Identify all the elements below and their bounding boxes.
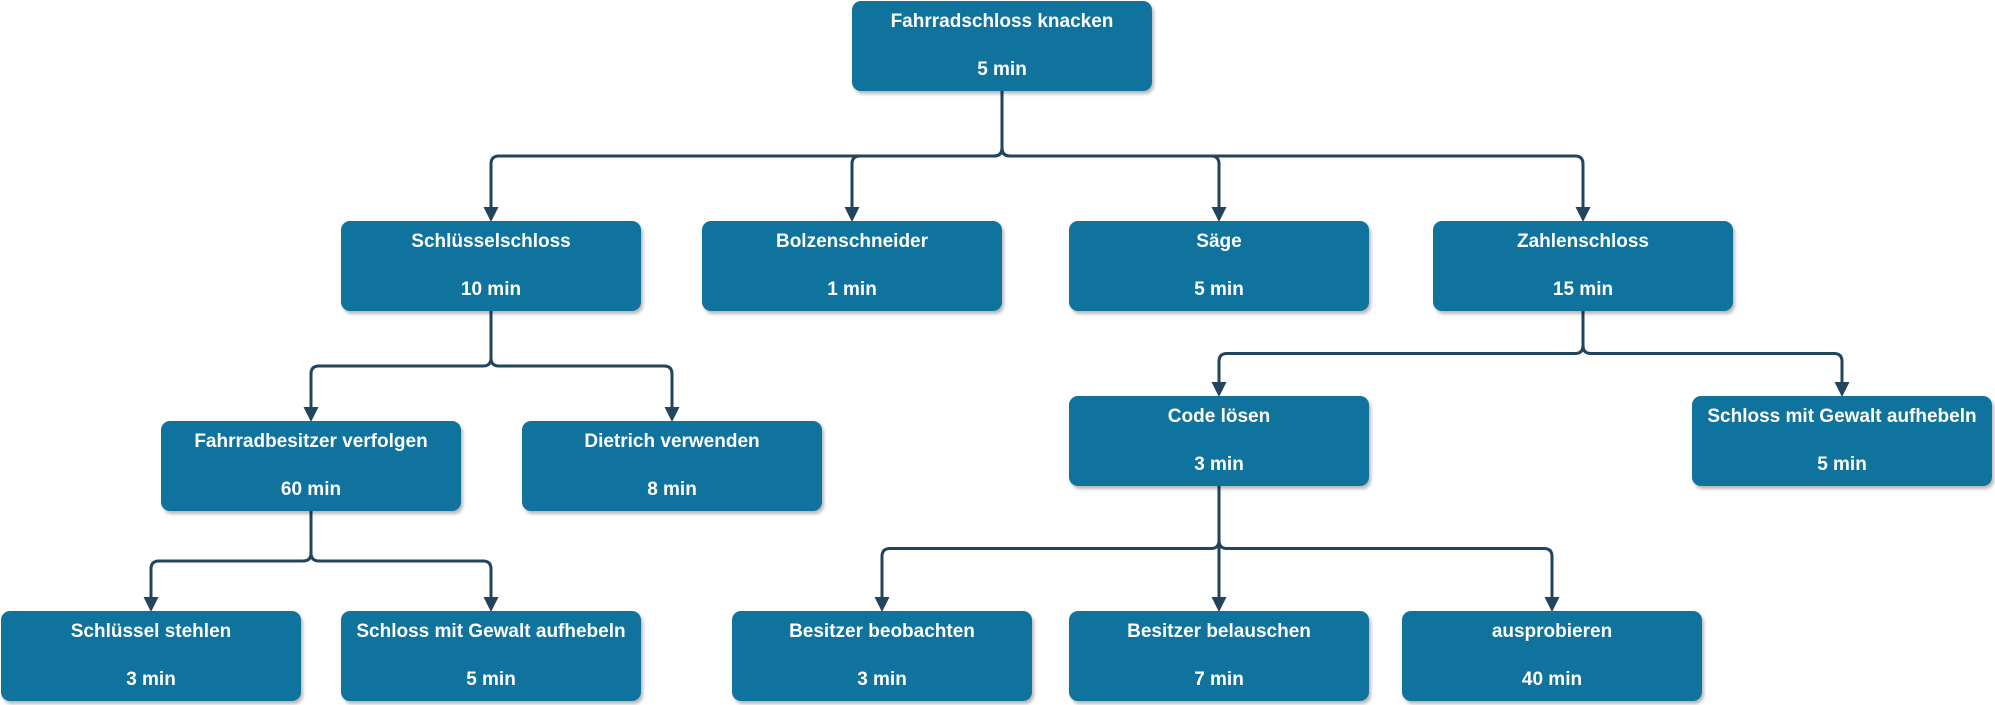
node-schluessel-stehlen: Schlüssel stehlen 3 min (1, 611, 301, 701)
node-zahlenschloss: Zahlenschloss 15 min (1433, 221, 1733, 311)
node-bolzenschneider: Bolzenschneider 1 min (702, 221, 1002, 311)
node-besitzer-beobachten: Besitzer beobachten 3 min (732, 611, 1032, 701)
node-label: Fahrradschloss knacken (890, 11, 1114, 32)
node-label: Code lösen (1167, 406, 1271, 427)
node-time: 40 min (1521, 669, 1583, 690)
edge-schluesselschloss-to-fahrradbesitzer-verfolgen (303, 311, 493, 422)
node-time: 5 min (1194, 279, 1244, 300)
node-time: 5 min (977, 59, 1027, 80)
node-label: Dietrich verwenden (584, 431, 760, 452)
edge-root-to-bolzenschneider (844, 91, 1004, 222)
edge-code-loesen-to-besitzer-beobachten (874, 486, 1221, 612)
node-label: Bolzenschneider (775, 231, 929, 252)
edge-fahrradbesitzer-verfolgen-to-schloss-gewalt-schluessel (309, 511, 499, 612)
node-label: Besitzer belauschen (1127, 621, 1311, 642)
node-saege: Säge 5 min (1069, 221, 1369, 311)
node-time: 1 min (827, 279, 877, 300)
node-ausprobieren: ausprobieren 40 min (1402, 611, 1702, 701)
node-label: Schlüsselschloss (411, 231, 571, 252)
node-time: 15 min (1552, 279, 1614, 300)
node-label: Zahlenschloss (1517, 231, 1649, 252)
node-time: 3 min (1194, 454, 1244, 475)
edge-fahrradbesitzer-verfolgen-to-schluessel-stehlen (143, 511, 313, 612)
node-time: 60 min (280, 479, 342, 500)
node-time: 5 min (1817, 454, 1867, 475)
node-time: 8 min (647, 479, 697, 500)
node-time: 10 min (460, 279, 522, 300)
node-root: Fahrradschloss knacken 5 min (852, 1, 1152, 91)
node-fahrradbesitzer-verfolgen: Fahrradbesitzer verfolgen 60 min (161, 421, 461, 511)
node-time: 5 min (466, 669, 516, 690)
node-time: 3 min (857, 669, 907, 690)
node-time: 3 min (126, 669, 176, 690)
node-label: Fahrradbesitzer verfolgen (194, 431, 428, 452)
node-schloss-gewalt-schluessel: Schloss mit Gewalt aufhebeln 5 min (341, 611, 641, 701)
node-dietrich-verwenden: Dietrich verwenden 8 min (522, 421, 822, 511)
node-label: Schloss mit Gewalt aufhebeln (1707, 406, 1977, 427)
node-label: Besitzer beobachten (789, 621, 975, 642)
edge-zahlenschloss-to-code-loesen (1211, 311, 1585, 397)
edge-code-loesen-to-ausprobieren (1217, 486, 1560, 612)
node-label: Schlüssel stehlen (70, 621, 232, 642)
node-schloss-gewalt-zahlen: Schloss mit Gewalt aufhebeln 5 min (1692, 396, 1992, 486)
node-code-loesen: Code lösen 3 min (1069, 396, 1369, 486)
node-label: Säge (1196, 231, 1242, 252)
edge-root-to-zahlenschloss (1000, 91, 1591, 222)
edge-zahlenschloss-to-schloss-gewalt-zahlen (1581, 311, 1850, 397)
edge-schluesselschloss-to-dietrich-verwenden (489, 311, 680, 422)
node-time: 7 min (1194, 669, 1244, 690)
node-label: ausprobieren (1491, 621, 1613, 642)
node-besitzer-belauschen: Besitzer belauschen 7 min (1069, 611, 1369, 701)
node-schluesselschloss: Schlüsselschloss 10 min (341, 221, 641, 311)
node-label: Schloss mit Gewalt aufhebeln (356, 621, 626, 642)
